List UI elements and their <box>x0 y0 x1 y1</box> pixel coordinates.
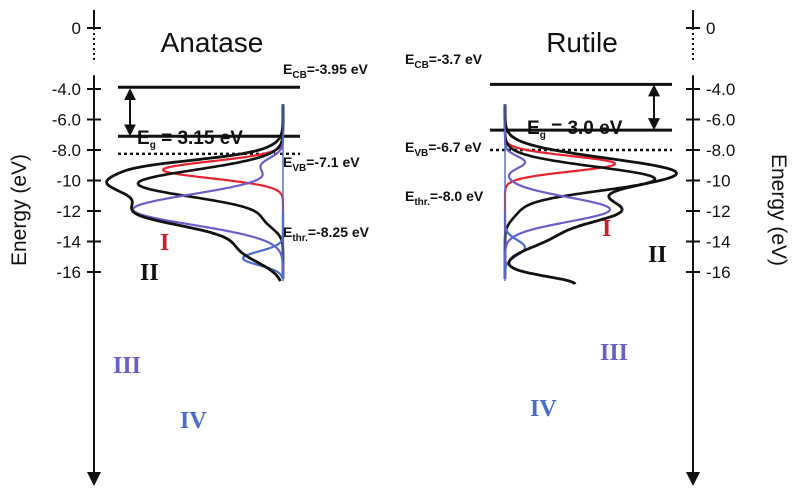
axis-tick-label: 0 <box>72 19 81 38</box>
axis-tick-label: -14 <box>56 233 81 252</box>
rutile-thr-label: Ethr.=-8.0 eV <box>405 188 484 208</box>
rutile-cb-label: ECB=-3.7 eV <box>405 51 483 71</box>
axis-tick-label: -10 <box>56 172 81 191</box>
axis-tick-label: -14 <box>706 233 731 252</box>
rutile-title: Rutile <box>546 27 618 58</box>
rutile-vb-label: EVB=-6.7 eV <box>405 139 482 159</box>
anatase-dos-curves <box>105 103 285 282</box>
axis-tick-label: -16 <box>56 263 81 282</box>
anatase-total-dos <box>105 103 285 282</box>
right-energy-axis: 0 -4.0 -6.0 -8.0 -10 -12 -14 -16 <box>686 10 735 486</box>
axis-tick-label: -12 <box>56 202 81 221</box>
anatase-title: Anatase <box>161 27 264 58</box>
rutile-dos-curves <box>503 103 678 285</box>
left-energy-axis: 0 -4.0 -6.0 -8.0 -10 -12 -14 -16 <box>52 10 101 486</box>
anatase-label-II: II <box>140 260 159 286</box>
axis-tick-label: -4.0 <box>706 80 735 99</box>
rutile-label-IV: IV <box>530 396 557 422</box>
rutile-label-I: I <box>602 216 611 242</box>
anatase-label-III: III <box>113 353 141 379</box>
rutile-total-dos <box>503 103 678 285</box>
axis-tick-label: -10 <box>706 172 731 191</box>
anatase-vb-label: EVB=-7.1 eV <box>283 154 360 174</box>
left-axis-label: Energy (eV) <box>8 154 31 266</box>
right-axis-label: Energy (eV) <box>767 154 790 266</box>
rutile-label-II: II <box>648 242 667 268</box>
axis-tick-label: -12 <box>706 202 731 221</box>
axis-tick-label: -8.0 <box>52 141 81 160</box>
rutile-label-III: III <box>600 340 628 366</box>
rutile-gap-label: Eg = 3.0 eV <box>527 118 623 141</box>
anatase-thr-label: Ethr.=-8.25 eV <box>283 224 370 244</box>
axis-tick-label: -6.0 <box>52 111 81 130</box>
axis-tick-label: 0 <box>706 19 715 38</box>
anatase-label-IV: IV <box>180 408 207 434</box>
anatase-gap-label: Eg = 3.15 eV <box>137 128 243 151</box>
anatase-label-I: I <box>160 230 169 256</box>
axis-tick-label: -16 <box>706 263 731 282</box>
axis-tick-label: -6.0 <box>706 111 735 130</box>
axis-tick-label: -4.0 <box>52 80 81 99</box>
anatase-curve-IV <box>241 210 285 280</box>
anatase-cb-label: ECB=-3.95 eV <box>283 61 369 81</box>
axis-tick-label: -8.0 <box>706 141 735 160</box>
